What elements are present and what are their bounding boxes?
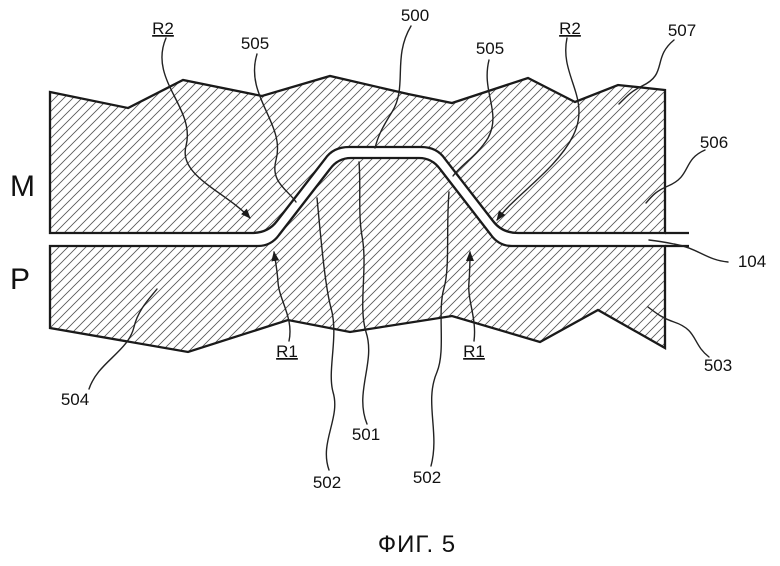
leader-505-right [452, 59, 494, 177]
label-505-right: 505 [476, 39, 504, 58]
leader-501 [358, 161, 370, 425]
label-502-right: 502 [413, 468, 441, 487]
label-505-left: 505 [241, 34, 269, 53]
leader-104 [648, 239, 729, 263]
upper-region-m [48, 74, 667, 235]
leader-506 [645, 149, 706, 204]
leader-r2-left [161, 37, 251, 219]
leader-503 [647, 306, 710, 358]
leader-r1-right [465, 251, 476, 342]
label-r2-right: R2 [559, 19, 581, 38]
label-503: 503 [704, 356, 732, 375]
figure-caption: ФИГ. 5 [378, 531, 456, 558]
label-506: 506 [700, 133, 728, 152]
label-r1-left: R1 [276, 342, 298, 361]
leader-r2-right [496, 37, 580, 221]
label-region-m: M [10, 170, 35, 203]
label-501: 501 [352, 425, 380, 444]
leader-505-left [253, 53, 297, 203]
label-507: 507 [668, 21, 696, 40]
label-504: 504 [61, 390, 89, 409]
label-region-p: P [10, 263, 30, 296]
label-r1-right: R1 [463, 342, 485, 361]
leader-r1-left [271, 251, 291, 342]
reference-labels: R2 505 500 505 R2 507 506 104 503 504 R1… [61, 6, 766, 492]
leader-502-right [430, 191, 450, 467]
label-r2-left: R2 [152, 19, 174, 38]
label-500: 500 [401, 6, 429, 25]
label-104: 104 [738, 252, 766, 271]
region-letters: M P [10, 170, 35, 296]
leader-507 [618, 39, 675, 105]
leader-lines [88, 25, 729, 471]
leader-502-left [316, 197, 336, 471]
label-502-left: 502 [313, 473, 341, 492]
leader-504 [88, 288, 158, 390]
leader-500 [374, 25, 412, 149]
